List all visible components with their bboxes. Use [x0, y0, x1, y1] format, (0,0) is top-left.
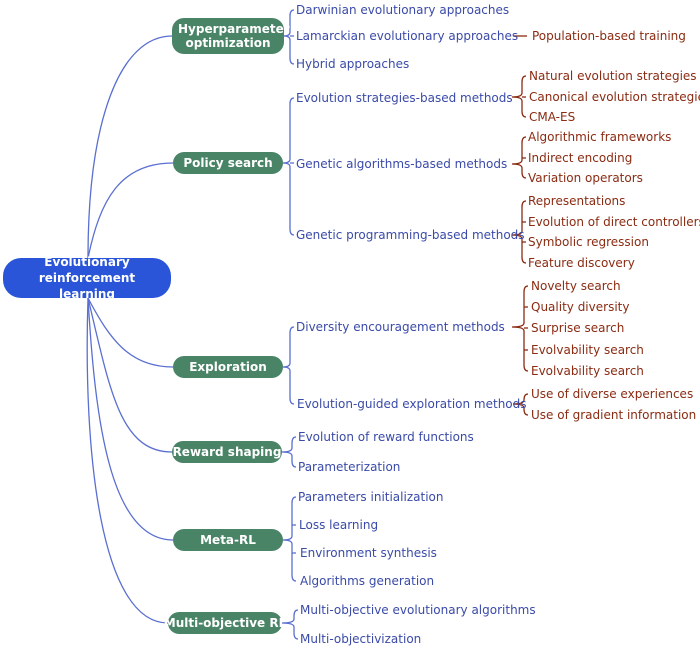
- subcategory-lamarckian: Lamarckian evolutionary approaches: [296, 29, 519, 43]
- subcategory-algorithms-generation: Algorithms generation: [300, 574, 435, 588]
- subcategory-genetic-algorithms: Genetic algorithms-based methods: [296, 157, 508, 171]
- leaf-population-based-training: Population-based training: [532, 29, 686, 43]
- category-multi-objective-rl: Multi-objective RL: [164, 612, 286, 634]
- category-label: Multi-objective RL: [163, 616, 287, 630]
- subcategory-parameters-initialization: Parameters initialization: [298, 490, 444, 504]
- brace-reward-shaping: [281, 436, 297, 468]
- subcategory-parameterization: Parameterization: [298, 460, 401, 474]
- subcategory-genetic-programming: Genetic programming-based methods: [296, 228, 525, 242]
- subcategory-evolution-of-reward-functions: Evolution of reward functions: [298, 430, 474, 444]
- brace-meta-rl: [282, 496, 297, 582]
- category-label: Policy search: [183, 156, 273, 170]
- brace-genetic-programming: [511, 200, 527, 264]
- connector-root-exploration: [87, 297, 174, 368]
- leaf-quality-diversity: Quality diversity: [531, 300, 630, 314]
- leaf-variation-operators: Variation operators: [528, 171, 643, 185]
- leaf-evolvability-search-2: Evolvability search: [531, 364, 644, 378]
- leaf-cma-es: CMA-ES: [529, 110, 576, 124]
- subcategory-moea: Multi-objective evolutionary algorithms: [300, 603, 536, 617]
- connector-root-hyperparameter: [87, 35, 173, 259]
- category-reward-shaping: Reward shaping: [172, 441, 282, 463]
- brace-multi-objective: [281, 609, 299, 640]
- category-policy-search: Policy search: [173, 152, 283, 174]
- subcategory-multi-objectivization: Multi-objectivization: [300, 632, 422, 646]
- leaf-natural-evolution-strategies: Natural evolution strategies: [529, 69, 697, 83]
- brace-policy-search: [282, 97, 295, 236]
- brace-exploration: [282, 326, 295, 405]
- root-node: Evolutionary reinforcement learning: [3, 255, 171, 301]
- category-label: Reward shaping: [172, 445, 282, 459]
- leaf-representations: Representations: [528, 194, 626, 208]
- brace-hyperparameter: [283, 9, 295, 65]
- leaf-feature-discovery: Feature discovery: [528, 256, 635, 270]
- category-label: Exploration: [189, 360, 267, 374]
- category-exploration: Exploration: [173, 356, 283, 378]
- brace-diversity: [511, 285, 529, 372]
- subcategory-darwinian: Darwinian evolutionary approaches: [296, 3, 510, 17]
- subcategory-environment-synthesis: Environment synthesis: [300, 546, 437, 560]
- brace-evolution-strategies: [511, 75, 527, 118]
- connector-root-policy-search: [87, 162, 174, 259]
- connector-root-reward-shaping: [87, 297, 173, 453]
- leaf-novelty-search: Novelty search: [531, 279, 621, 293]
- subcategory-hybrid: Hybrid approaches: [296, 57, 410, 71]
- category-label: Hyperparameter optimization: [178, 22, 290, 50]
- leaf-surprise-search: Surprise search: [531, 321, 625, 335]
- root-label: Evolutionary reinforcement learning: [38, 255, 136, 301]
- category-meta-rl: Meta-RL: [173, 529, 283, 551]
- brace-evolution-guided: [512, 393, 529, 416]
- leaf-evolvability-search: Evolvability search: [531, 343, 644, 357]
- subcategory-loss-learning: Loss learning: [299, 518, 379, 532]
- leaf-use-of-gradient-information: Use of gradient information: [531, 408, 697, 422]
- brace-genetic-algorithms: [511, 136, 527, 179]
- category-label: Meta-RL: [200, 533, 256, 547]
- connector-root-meta-rl: [87, 297, 174, 541]
- leaf-canonical-evolution-strategies: Canonical evolution strategies: [529, 90, 700, 104]
- leaf-use-of-diverse-experiences: Use of diverse experiences: [531, 387, 694, 401]
- leaf-symbolic-regression: Symbolic regression: [528, 235, 649, 249]
- category-hyperparameter-optimization: Hyperparameter optimization: [172, 18, 290, 54]
- leaf-algorithmic-frameworks: Algorithmic frameworks: [528, 130, 672, 144]
- subcategory-evolution-strategies: Evolution strategies-based methods: [296, 91, 513, 105]
- subcategory-evolution-guided-exploration: Evolution-guided exploration methods: [297, 397, 527, 411]
- subcategory-diversity-encouragement: Diversity encouragement methods: [296, 320, 505, 334]
- connector-root-multi-objective: [86, 297, 169, 624]
- leaf-evolution-of-direct-controllers: Evolution of direct controllers: [528, 215, 700, 229]
- leaf-indirect-encoding: Indirect encoding: [528, 151, 633, 165]
